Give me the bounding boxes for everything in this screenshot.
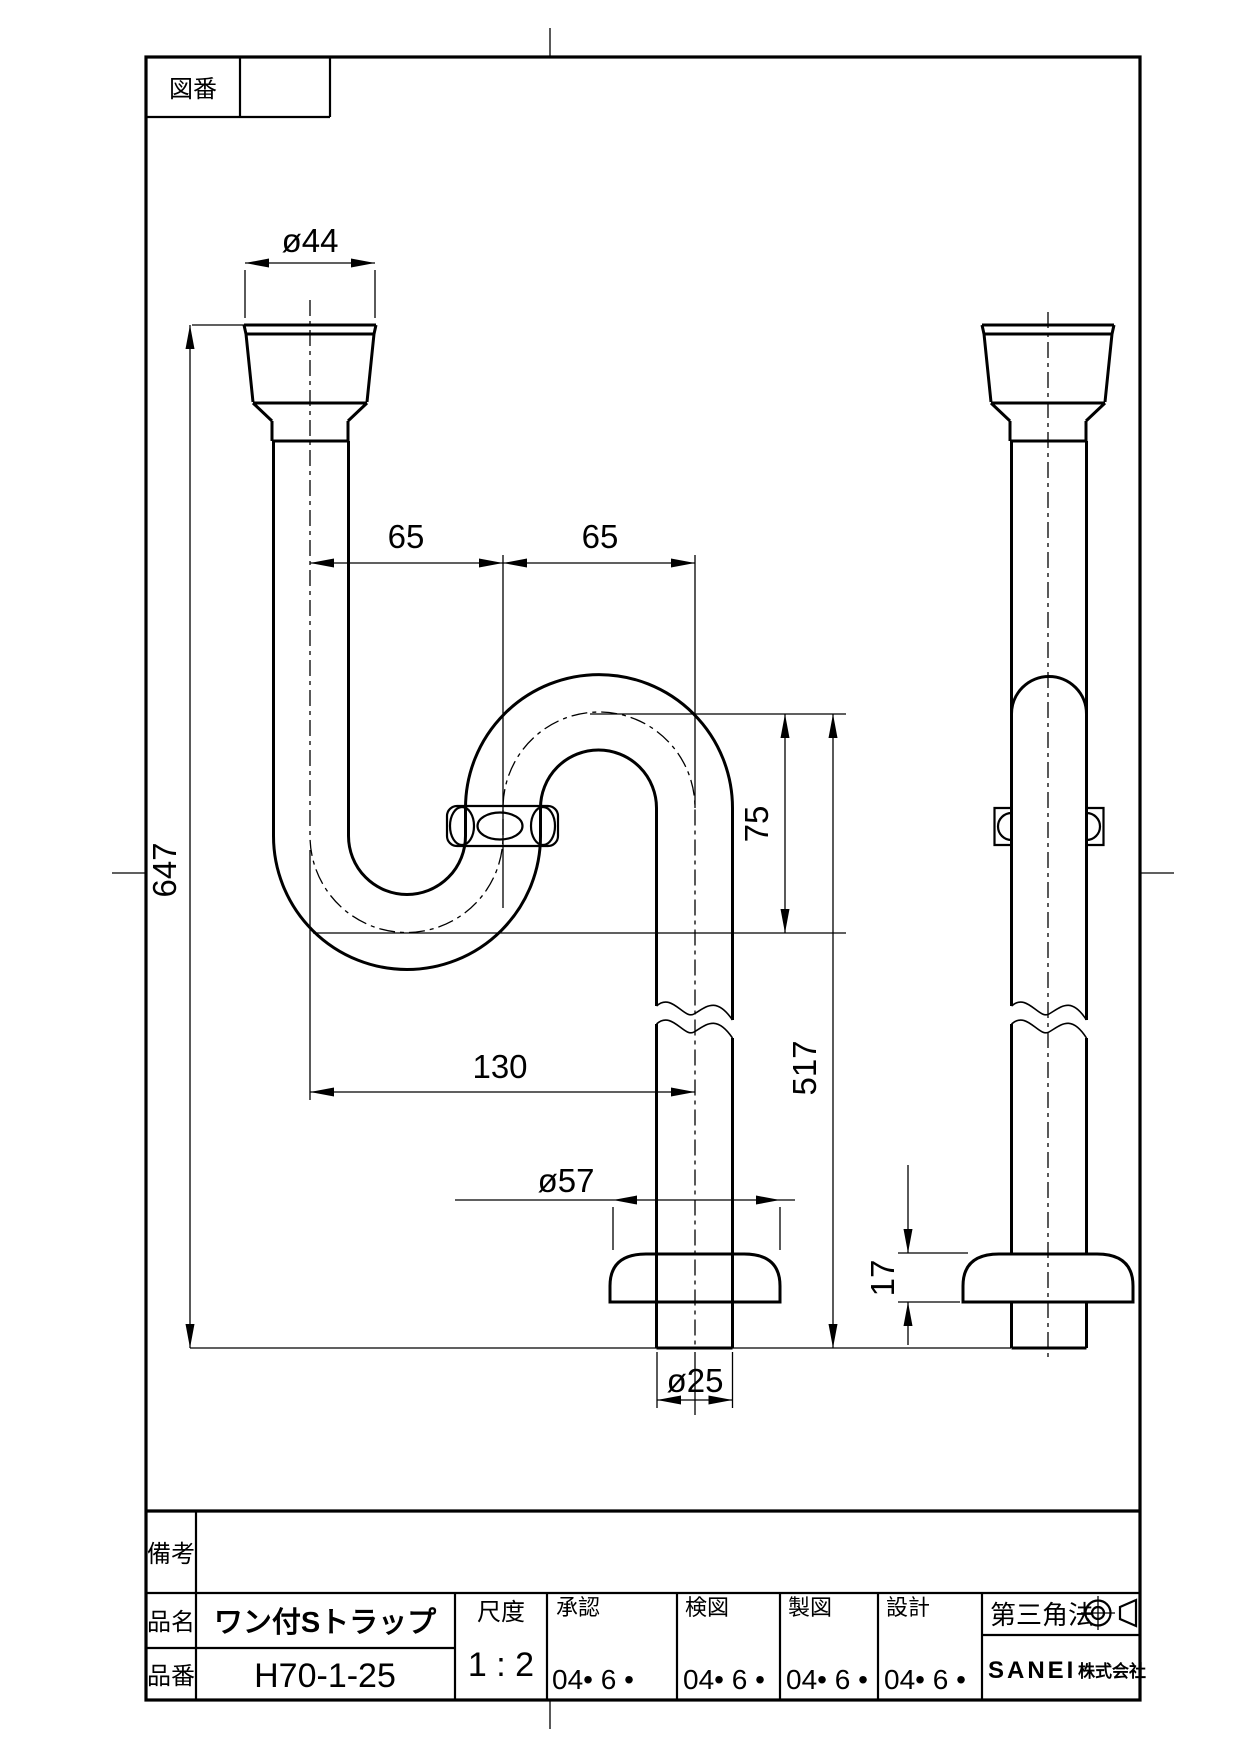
- dim-label-130: 130: [472, 1048, 527, 1085]
- break-line-upper-side: [1010, 1001, 1088, 1021]
- dim-trap-depth: 75: [313, 713, 846, 934]
- company-name: SANEI: [988, 1657, 1076, 1684]
- scale-value: 1 : 2: [468, 1646, 534, 1684]
- dim-label-517: 517: [786, 1040, 823, 1095]
- product-name-label: 品名: [147, 1609, 195, 1636]
- product-code-value: H70-1-25: [254, 1657, 396, 1695]
- dimension-annotations: ø44 65 65 647: [146, 222, 1011, 1415]
- dim-label-647: 647: [146, 842, 183, 897]
- dim-flange-thickness: 17: [864, 1165, 968, 1345]
- dim-top-diameter: ø44: [244, 222, 376, 318]
- third-angle-projection-icon: [1081, 1596, 1138, 1630]
- title-block: 備考 品名 ワン付Sトラップ 品番 H70-1-25 尺度 1 : 2 承認 0…: [146, 1509, 1146, 1700]
- dim-label-75: 75: [738, 806, 775, 843]
- dim-flange-diameter: ø57: [455, 1162, 795, 1250]
- centerline-front: [309, 300, 696, 1348]
- check-label: 検図: [685, 1595, 729, 1620]
- side-view: [961, 312, 1135, 1362]
- break-line-lower: [655, 1019, 734, 1039]
- scale-label: 尺度: [477, 1599, 525, 1626]
- dim-pipe-diameter: ø25: [656, 1352, 734, 1415]
- dim-label-57: ø57: [538, 1162, 595, 1199]
- border-frame: [144, 55, 1142, 1702]
- check-date: 04• 6 •: [683, 1664, 765, 1695]
- break-line-lower-side: [1010, 1019, 1088, 1039]
- design-date: 04• 6 •: [884, 1664, 966, 1695]
- dim-label-65-left: 65: [388, 518, 425, 555]
- design-label: 設計: [886, 1595, 930, 1620]
- drafting-date: 04• 6 •: [786, 1664, 868, 1695]
- dim-overall-height: 647: [146, 324, 1011, 1349]
- drafting-label: 製図: [788, 1595, 832, 1620]
- dim-tail-height: 517: [786, 714, 838, 1348]
- company-suffix: 株式会社: [1078, 1661, 1146, 1681]
- flange-front: [608, 1252, 782, 1304]
- drawing-number-label: 図番: [169, 76, 217, 103]
- front-view: [242, 300, 782, 1350]
- dim-label-25: ø25: [667, 1362, 724, 1399]
- dim-label-17: 17: [864, 1260, 901, 1297]
- dim-label-44: ø44: [282, 222, 339, 259]
- dim-center-distance: 130: [309, 850, 695, 1100]
- pipe-side: [1010, 441, 1088, 1350]
- break-line-upper: [655, 1001, 734, 1021]
- approval-label: 承認: [556, 1595, 600, 1620]
- flange-side: [961, 1252, 1135, 1304]
- remarks-label: 備考: [147, 1541, 195, 1568]
- trap-bend-arc-side: [1010, 675, 1088, 715]
- product-name-value: ワン付Sトラップ: [214, 1606, 437, 1639]
- union-nut-side: [993, 806, 1105, 847]
- approval-date: 04• 6 •: [552, 1664, 634, 1695]
- projection-label: 第三角法: [990, 1600, 1094, 1630]
- sheet-frame: [112, 28, 1174, 1729]
- dim-offsets: 65 65: [310, 518, 696, 908]
- drawing-number-box: 図番: [146, 57, 332, 119]
- product-code-label: 品番: [147, 1663, 195, 1690]
- dim-label-65-right: 65: [582, 518, 619, 555]
